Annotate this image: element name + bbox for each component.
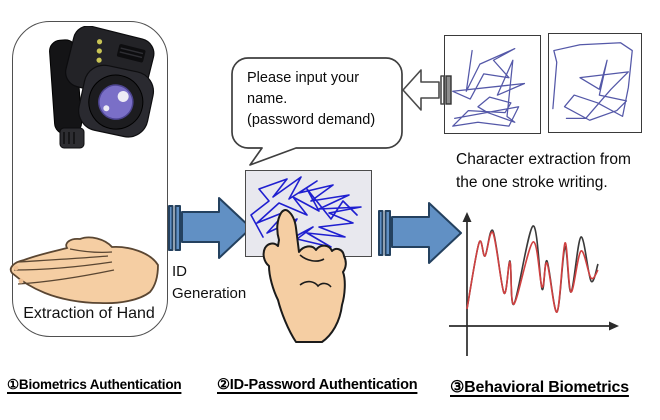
touchpad: [245, 170, 372, 257]
waveform-series: [466, 225, 599, 313]
palm-scanner-camera-icon: [49, 26, 155, 149]
label-behavioral-biometrics: ③Behavioral Biometrics: [450, 379, 629, 396]
flat-hand-illustration: [9, 236, 159, 305]
behavioral-caption-line2: the one stroke writing.: [456, 174, 608, 191]
flow-arrow-2-icon: [378, 202, 462, 264]
wave-reference-wave: [466, 225, 599, 313]
id-generation-label: ID Generation: [172, 261, 246, 305]
bubble-line1: Please input your name.: [247, 70, 360, 107]
bubble-line2: (password demand): [247, 112, 376, 128]
behavioral-caption: Character extraction from the one stroke…: [456, 148, 660, 194]
callout-arrow-left-icon: [402, 69, 452, 111]
bubble-text: Please input your name. (password demand…: [247, 68, 399, 131]
label-id-password-authentication: ②ID-Password Authentication: [217, 377, 418, 393]
one-stroke-sample-box-1: [444, 35, 541, 134]
touchpad-scribble: [250, 176, 362, 248]
one-stroke-character-1: [452, 47, 526, 127]
behavioral-caption-line1: Character extraction from: [456, 151, 631, 168]
biometrics-caption: Extraction of Hand: [23, 305, 155, 322]
one-stroke-character-2: [552, 42, 633, 121]
label-biometrics-authentication: ①Biometrics Authentication: [7, 377, 182, 392]
y-axis-arrow-icon: [462, 212, 472, 222]
behavior-waveform-chart: [449, 212, 619, 356]
flow-arrow-1-icon: [168, 197, 252, 259]
wave-input-wave: [466, 231, 599, 313]
x-axis-arrow-icon: [609, 321, 619, 331]
id-generation-line1: ID: [172, 263, 187, 280]
one-stroke-sample-box-2: [548, 33, 642, 133]
pointing-hand-illustration: [262, 208, 347, 343]
speech-bubble: [231, 57, 403, 166]
id-generation-line2: Generation: [172, 285, 247, 302]
